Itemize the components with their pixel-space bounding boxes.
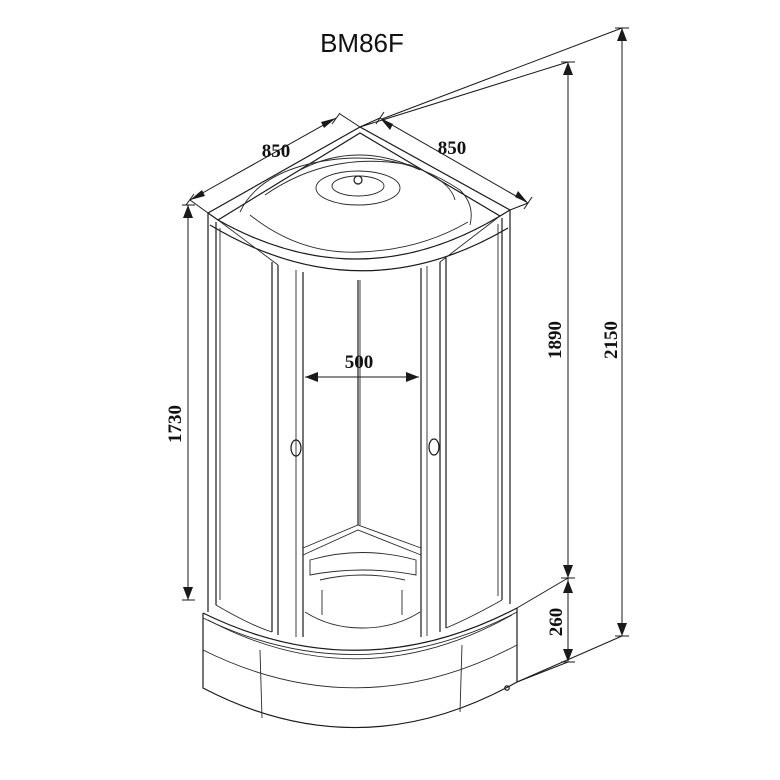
dim-wall-height <box>359 61 575 609</box>
back-corner <box>302 280 422 556</box>
dim-label-tray-height: 260 <box>546 608 567 637</box>
left-door-handle <box>290 439 302 457</box>
left-door <box>217 219 304 637</box>
dim-label-wall-height: 1890 <box>545 321 566 359</box>
dim-cabin-height <box>182 204 195 601</box>
dim-width-right <box>359 111 533 211</box>
dim-label-total-height: 2150 <box>601 321 622 359</box>
corner-seat <box>304 552 421 629</box>
dim-label-cabin-height: 1730 <box>165 405 186 443</box>
right-wall <box>445 210 511 629</box>
model-title: BM86F <box>320 28 404 58</box>
left-wall <box>207 213 273 633</box>
dim-door-opening <box>305 372 419 382</box>
shower-tray <box>202 607 518 729</box>
dim-width-left <box>185 112 361 214</box>
right-door <box>420 215 501 637</box>
dim-label-width-left: 850 <box>262 141 291 162</box>
dim-total-height <box>381 27 629 683</box>
roof-canopy <box>207 126 511 272</box>
dim-label-door-opening: 500 <box>345 352 374 373</box>
dim-label-width-right: 850 <box>438 138 467 159</box>
right-door-handle <box>428 438 440 456</box>
